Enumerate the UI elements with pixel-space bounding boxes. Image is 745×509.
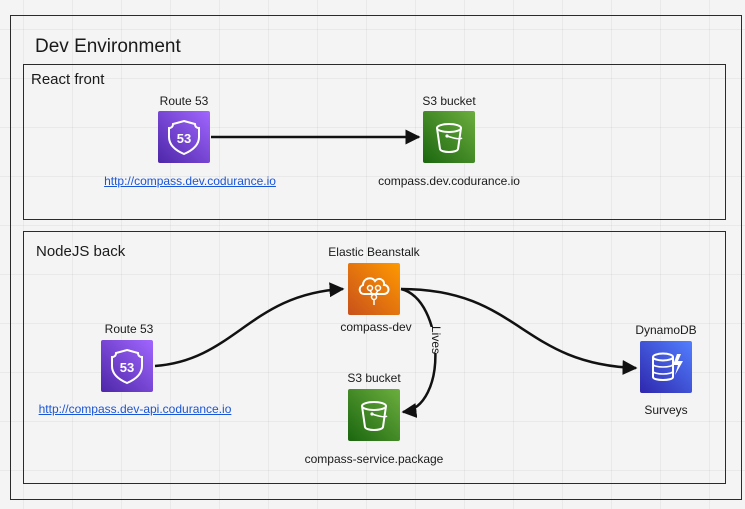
nodejs-back-frame xyxy=(23,231,726,484)
nodejs-back-title: NodeJS back xyxy=(36,243,126,260)
dynamodb-label: DynamoDB xyxy=(635,323,697,337)
react-front-frame xyxy=(23,64,726,220)
svg-text:53: 53 xyxy=(120,360,134,375)
dynamodb-icon xyxy=(652,352,683,381)
front-s3-label: S3 bucket xyxy=(422,94,476,108)
back-s3-node[interactable] xyxy=(348,389,400,441)
back-s3-label: S3 bucket xyxy=(347,371,401,385)
edge-label-background xyxy=(430,327,444,353)
back-route53-node[interactable]: 53 xyxy=(101,340,153,392)
route53-icon: 53 xyxy=(168,119,200,156)
edge-label-lives: Lives xyxy=(429,326,443,354)
front-route53-node[interactable]: 53 xyxy=(158,111,210,163)
front-s3-node[interactable] xyxy=(423,111,475,163)
s3-bucket-icon xyxy=(361,401,388,431)
elastic-beanstalk-icon xyxy=(358,277,390,305)
back-s3-name: compass-service.package xyxy=(304,452,444,466)
react-front-title: React front xyxy=(31,71,105,88)
dynamodb-name: Surveys xyxy=(644,403,688,417)
s3-bucket-icon xyxy=(436,123,463,153)
front-s3-name: compass.dev.codurance.io xyxy=(378,174,520,188)
beanstalk-node[interactable] xyxy=(348,263,400,315)
edge-beanstalk-to-dynamodb xyxy=(400,287,638,376)
route53-icon: 53 xyxy=(111,348,143,385)
dev-environment-frame xyxy=(10,15,742,500)
dev-environment-title: Dev Environment xyxy=(35,36,181,57)
front-route53-link[interactable]: http://compass.dev.codurance.io xyxy=(104,174,276,188)
back-route53-label: Route 53 xyxy=(104,322,154,336)
svg-text:53: 53 xyxy=(177,131,191,146)
beanstalk-name: compass-dev xyxy=(340,320,412,334)
dynamodb-node[interactable] xyxy=(640,341,692,393)
beanstalk-label: Elastic Beanstalk xyxy=(328,245,420,259)
edge-route53-to-beanstalk xyxy=(154,282,345,368)
back-route53-link[interactable]: http://compass.dev-api.codurance.io xyxy=(38,402,232,416)
front-route53-label: Route 53 xyxy=(159,94,209,108)
